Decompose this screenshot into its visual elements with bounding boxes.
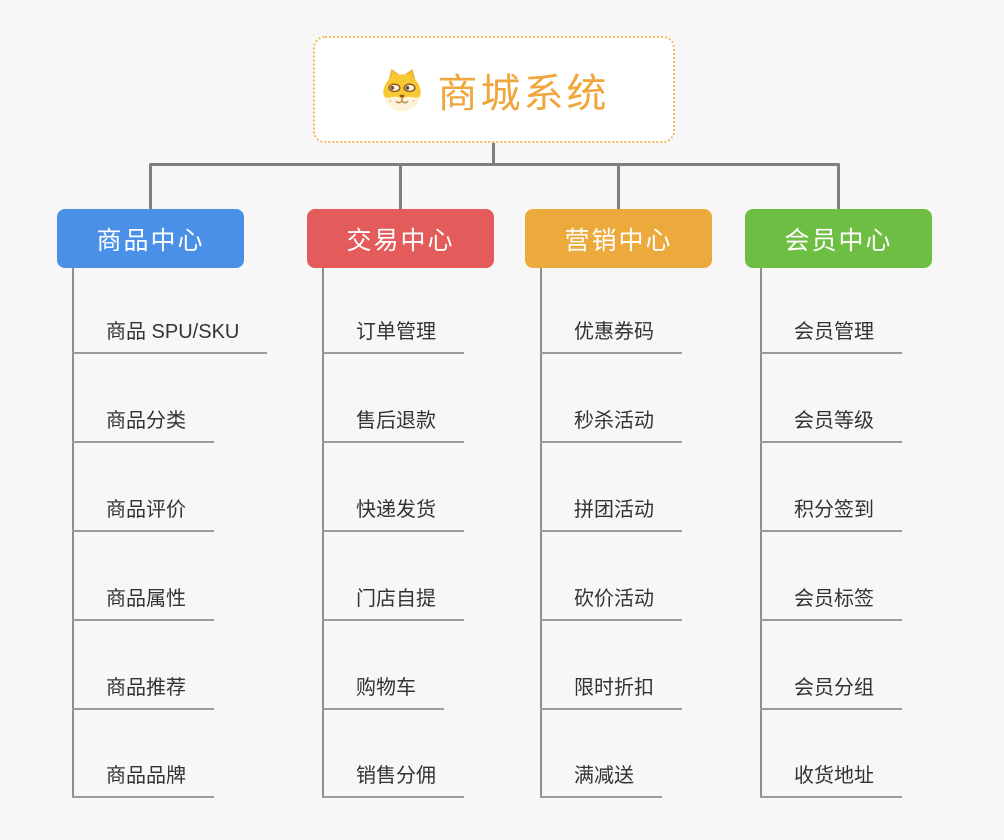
leaf-node[interactable]: 收货地址 (760, 764, 902, 798)
leaf-node[interactable]: 优惠券码 (540, 320, 682, 354)
leaf-node[interactable]: 商品推荐 (72, 676, 214, 710)
leaf-node[interactable]: 会员分组 (760, 676, 902, 710)
root-title: 商城系统 (437, 71, 610, 116)
leaf-node[interactable]: 商品评价 (72, 498, 214, 532)
leaf-node[interactable]: 拼团活动 (540, 498, 682, 532)
leaf-node[interactable]: 商品品牌 (72, 764, 214, 798)
branch-spine (540, 268, 542, 798)
branch-trade: 交易中心 订单管理 售后退款 快递发货 门店自提 购物车 销售分佣 (307, 0, 494, 840)
branch-node-marketing[interactable]: 营销中心 (525, 209, 712, 268)
leaf-node[interactable]: 商品属性 (72, 587, 214, 621)
leaf-node[interactable]: 会员等级 (760, 409, 902, 443)
branch-node-members[interactable]: 会员中心 (745, 209, 932, 268)
connector-drop (399, 164, 402, 209)
leaf-node[interactable]: 秒杀活动 (540, 409, 682, 443)
branch-spine (322, 268, 324, 798)
branch-members: 会员中心 会员管理 会员等级 积分签到 会员标签 会员分组 收货地址 (745, 0, 932, 840)
leaf-node[interactable]: 门店自提 (322, 587, 464, 621)
branch-spine (72, 268, 74, 798)
dog-face-icon (379, 67, 425, 113)
leaf-node[interactable]: 砍价活动 (540, 587, 682, 621)
leaf-node[interactable]: 积分签到 (760, 498, 902, 532)
leaf-node[interactable]: 会员标签 (760, 587, 902, 621)
branch-marketing: 营销中心 优惠券码 秒杀活动 拼团活动 砍价活动 限时折扣 满减送 (525, 0, 712, 840)
leaf-node[interactable]: 会员管理 (760, 320, 902, 354)
branch-spine (760, 268, 762, 798)
leaf-node[interactable]: 商品 SPU/SKU (72, 320, 268, 354)
branch-node-trade[interactable]: 交易中心 (307, 209, 494, 268)
connector-top-rail (149, 163, 840, 166)
root-node[interactable]: 商城系统 (313, 36, 675, 143)
branch-node-goods[interactable]: 商品中心 (57, 209, 244, 268)
leaf-node[interactable]: 销售分佣 (322, 764, 464, 798)
connector-root-stem (492, 142, 495, 164)
connector-drop (149, 164, 152, 209)
leaf-node[interactable]: 限时折扣 (540, 676, 682, 710)
leaf-node[interactable]: 售后退款 (322, 409, 464, 443)
leaf-node[interactable]: 满减送 (540, 764, 662, 798)
leaf-node[interactable]: 订单管理 (322, 320, 464, 354)
leaf-node[interactable]: 购物车 (322, 676, 444, 710)
branch-goods: 商品中心 商品 SPU/SKU 商品分类 商品评价 商品属性 商品推荐 商品品牌 (57, 0, 268, 840)
connector-drop (837, 164, 840, 209)
leaf-node[interactable]: 商品分类 (72, 409, 214, 443)
leaf-node[interactable]: 快递发货 (322, 498, 464, 532)
connector-drop (617, 164, 620, 209)
